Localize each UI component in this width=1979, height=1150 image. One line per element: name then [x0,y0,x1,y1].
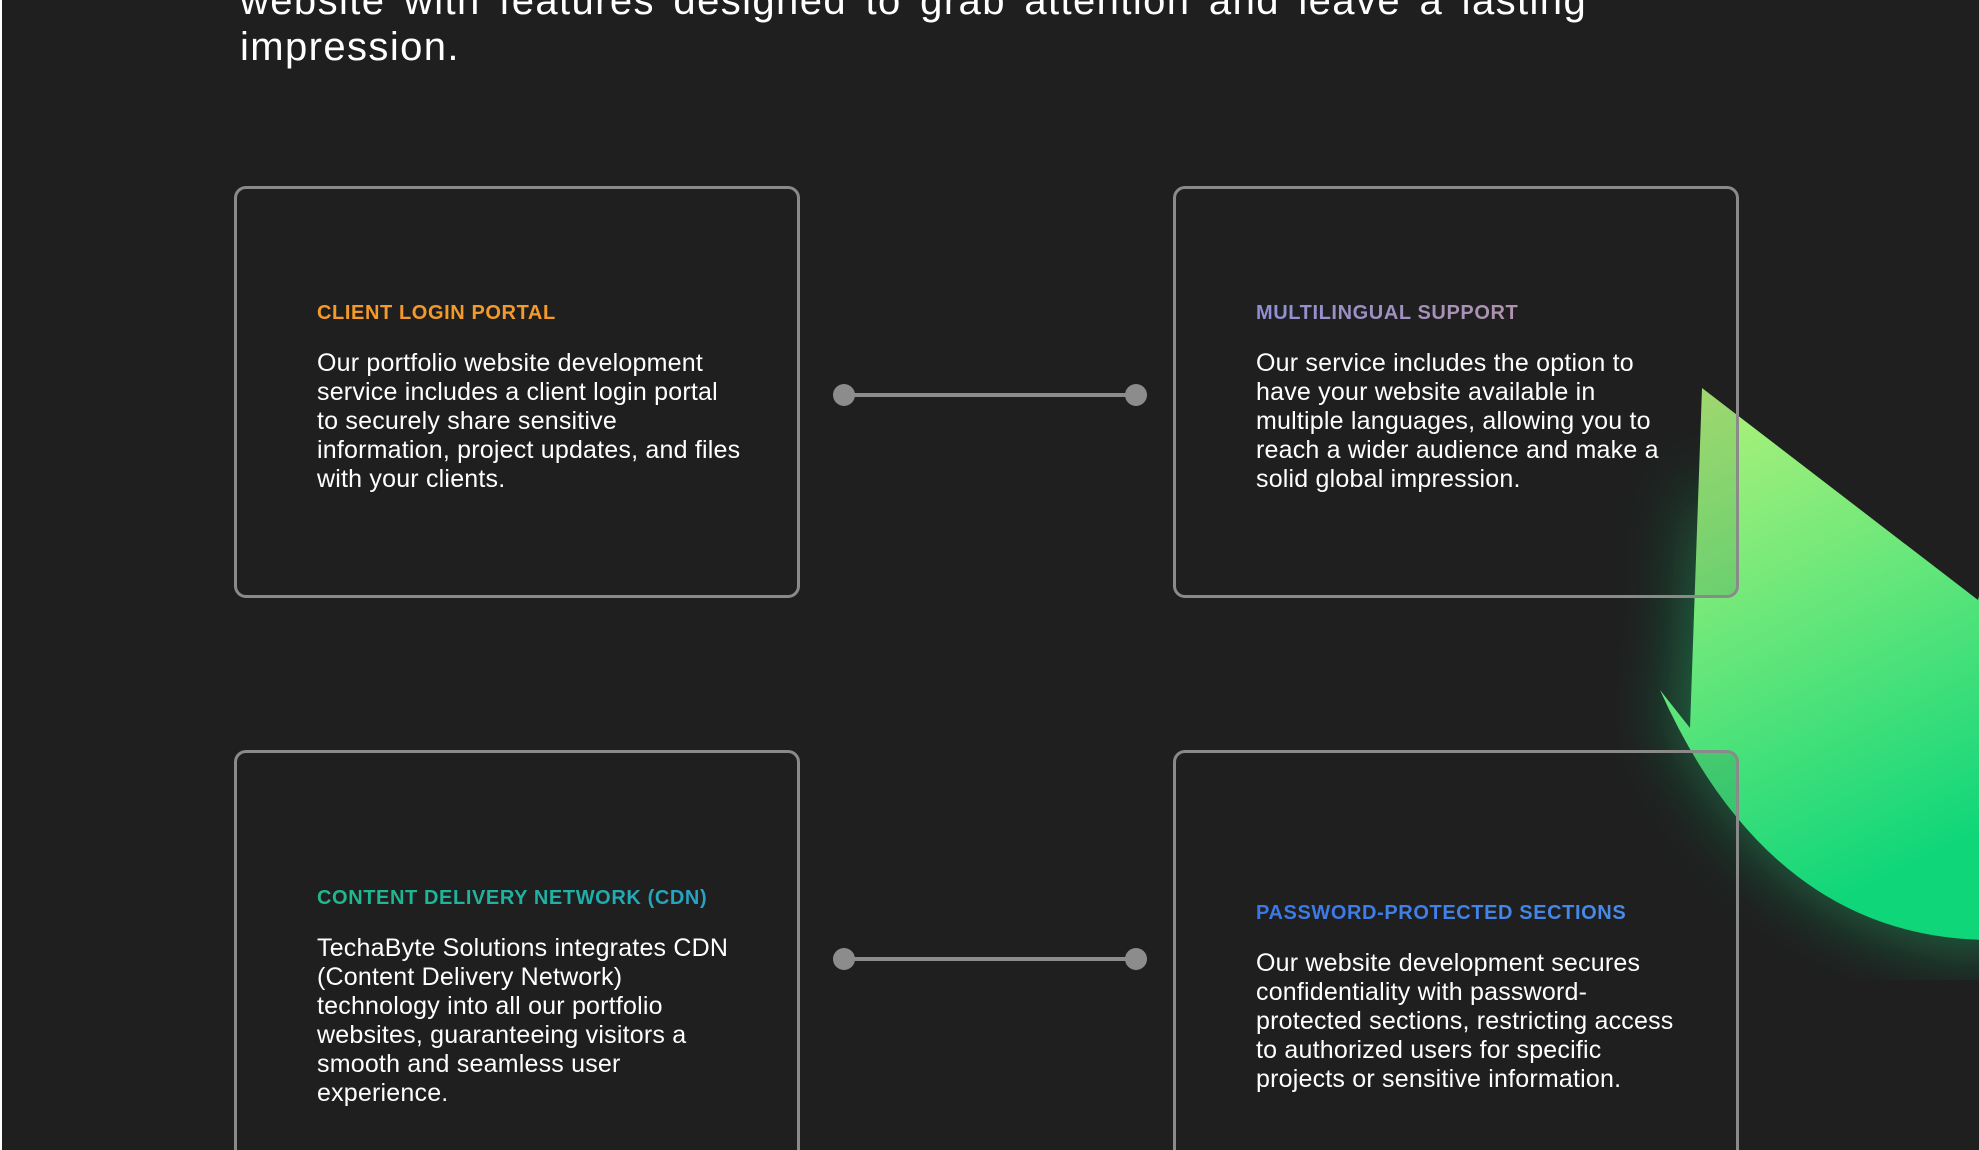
intro-line-1: website with features designed to grab a… [240,0,1588,23]
connector-dot-right [1125,948,1147,970]
feature-card-description: Our website development secures confiden… [1256,948,1674,1093]
intro-line-2: impression. [240,25,460,69]
card-connector-top [833,383,1147,407]
connector-line [843,957,1137,961]
feature-card-description: Our service includes the option to have … [1256,348,1659,493]
connector-dot-left [833,948,855,970]
intro-text: website with features designed to grab a… [240,0,1740,70]
feature-card-title: PASSWORD-PROTECTED SECTIONS [1256,899,1680,927]
feature-card-password-protected-sections: PASSWORD-PROTECTED SECTIONS Our website … [1173,750,1739,1150]
card-connector-bottom [833,947,1147,971]
feature-card-title: CONTENT DELIVERY NETWORK (CDN) [317,884,741,912]
feature-card-multilingual-support: MULTILINGUAL SUPPORT Our service include… [1173,186,1739,598]
connector-line [843,393,1137,397]
connector-dot-left [833,384,855,406]
feature-card-description: Our portfolio website development servic… [317,348,741,493]
feature-card-content-delivery-network: CONTENT DELIVERY NETWORK (CDN) TechaByte… [234,750,800,1150]
feature-card-client-login-portal: CLIENT LOGIN PORTAL Our portfolio websit… [234,186,800,598]
connector-dot-right [1125,384,1147,406]
feature-card-title: CLIENT LOGIN PORTAL [317,301,556,324]
feature-card-description: TechaByte Solutions integrates CDN (Cont… [317,934,729,1107]
feature-card-title: MULTILINGUAL SUPPORT [1256,299,1680,327]
